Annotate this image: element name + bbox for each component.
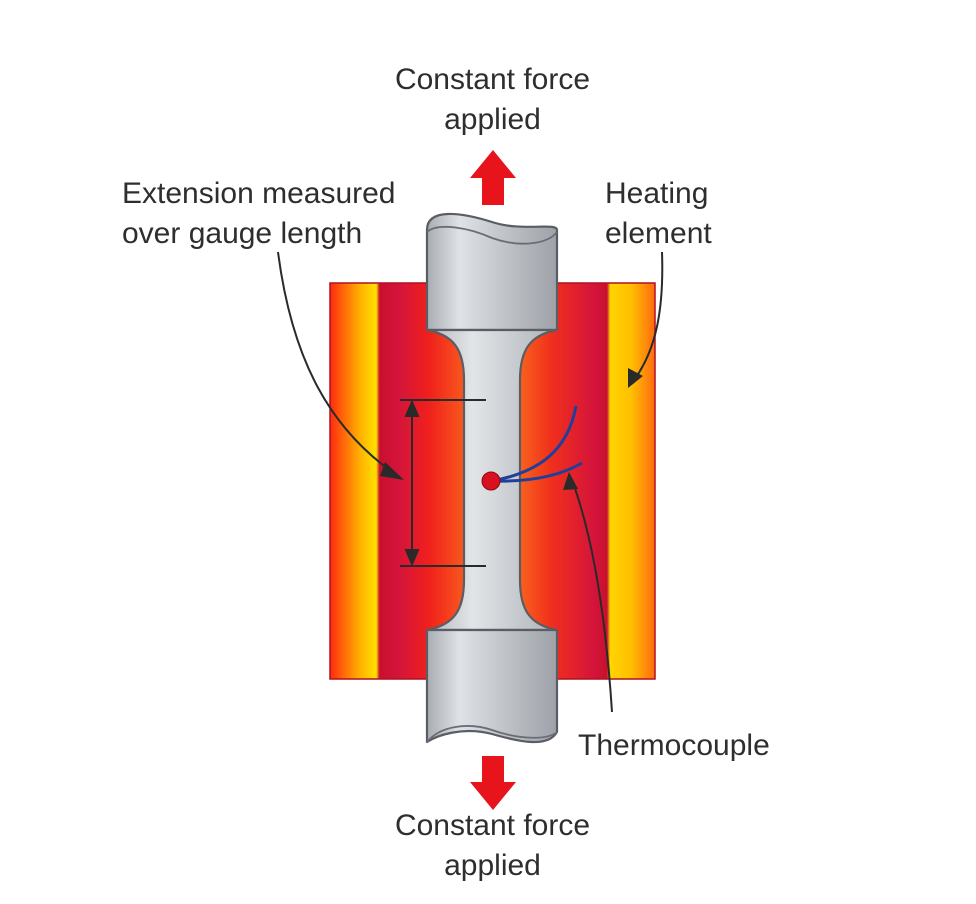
top-force-label-line-2: applied bbox=[444, 103, 541, 136]
specimen-top-grip bbox=[425, 212, 559, 332]
extension-label: Extension measured over gauge length bbox=[122, 174, 396, 254]
heating-leader-arrow-icon bbox=[628, 368, 643, 388]
bottom-force-label-line-1: Constant force bbox=[394, 809, 591, 842]
gauge-arrowhead-bottom-icon bbox=[404, 549, 420, 567]
thermocouple-leader-arrow-icon bbox=[563, 472, 578, 490]
heating-leader bbox=[633, 251, 664, 381]
top-force-arrow-icon bbox=[470, 150, 516, 205]
specimen-bottom-grip-end bbox=[426, 725, 558, 743]
heating-element-label-line-2: element bbox=[605, 217, 712, 250]
thermocouple-label: Thermocouple bbox=[578, 729, 770, 762]
extension-label-line-1: Extension measured bbox=[122, 177, 396, 210]
heating-element-label-line-1: Heating bbox=[605, 177, 709, 210]
thermocouple-wire-upper bbox=[491, 405, 578, 483]
specimen-top-grip-end bbox=[426, 225, 558, 245]
bottom-force-label: Constant force applied bbox=[365, 806, 620, 886]
heating-element-label: Heating element bbox=[605, 174, 712, 254]
top-force-label-line-1: Constant force bbox=[394, 63, 591, 96]
gauge-arrowhead-top-icon bbox=[404, 399, 420, 417]
top-force-label: Constant force applied bbox=[365, 60, 620, 140]
extension-leader bbox=[277, 251, 399, 477]
thermocouple-wire-lower bbox=[491, 461, 583, 483]
bottom-force-arrow-icon bbox=[470, 756, 516, 810]
thermocouple-leader bbox=[571, 479, 613, 713]
thermocouple-bead bbox=[481, 471, 501, 491]
extension-label-line-2: over gauge length bbox=[122, 217, 363, 250]
gauge-length-marker bbox=[400, 399, 486, 567]
extension-leader-arrow-icon bbox=[380, 462, 404, 480]
bottom-force-label-line-2: applied bbox=[444, 849, 541, 882]
leader-lines bbox=[277, 251, 664, 713]
specimen-bottom-grip bbox=[425, 628, 559, 744]
thermocouple bbox=[481, 405, 583, 491]
